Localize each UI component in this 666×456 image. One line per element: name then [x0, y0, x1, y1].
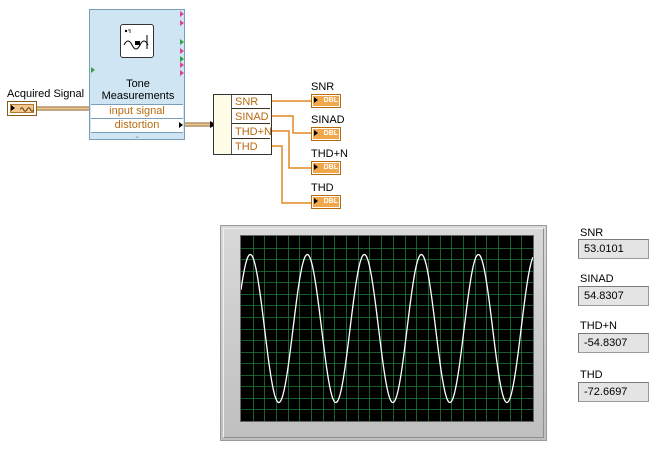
indicator-arrow-icon — [314, 164, 318, 170]
waveform-plot-svg — [241, 236, 533, 421]
thd-label: THD — [580, 369, 603, 381]
thd-n-value: -54.8307 — [578, 333, 649, 353]
indicator-arrow-icon — [314, 130, 318, 136]
acquired-signal-terminal[interactable] — [7, 101, 37, 116]
signal-trace — [241, 253, 533, 404]
signal-wire[interactable] — [37, 106, 89, 111]
thd-n-label: THD+N — [580, 320, 617, 332]
indicator-label-sinad: SINAD — [311, 114, 345, 126]
unbundle-item-snr[interactable]: SNR — [232, 95, 270, 109]
expand-chevron-icon[interactable]: ⌄ — [134, 133, 140, 140]
input-signal-terminal[interactable]: input signal — [91, 104, 183, 119]
sinad-value: 54.8307 — [578, 286, 649, 306]
sinad-label: SINAD — [580, 273, 614, 285]
sinad-indicator-terminal[interactable]: DBL — [311, 127, 341, 141]
unbundle-by-name[interactable]: SNR SINAD THD+N THD — [213, 94, 272, 155]
tone-measurements-vi[interactable]: Tone Measurements input signal distortio… — [89, 9, 185, 140]
unbundle-item-thd-n[interactable]: THD+N — [232, 125, 272, 139]
distortion-output-arrow-icon — [179, 122, 183, 128]
indicator-label-thd: THD — [311, 182, 334, 194]
snr-indicator-terminal[interactable]: DBL — [311, 94, 341, 108]
indicator-arrow-icon — [314, 97, 318, 103]
indicator-arrow-icon — [314, 198, 318, 204]
waveform-icon — [20, 107, 34, 112]
distortion-wire[interactable] — [185, 122, 213, 127]
plot-grid — [241, 236, 533, 421]
vi-title-line2: Measurements — [101, 90, 175, 102]
thd-value: -72.6697 — [578, 382, 649, 402]
indicator-label-thd-n: THD+N — [311, 148, 348, 160]
snr-label: SNR — [580, 227, 604, 239]
thd-indicator-terminal[interactable]: DBL — [311, 195, 341, 209]
unbundle-item-thd[interactable]: THD — [232, 140, 270, 154]
indicator-label-snr: SNR — [311, 81, 335, 93]
acquired-signal-label: Acquired Signal — [7, 88, 85, 100]
vi-title-line1: Tone — [126, 78, 150, 90]
unbundle-item-sinad[interactable]: SINAD — [232, 110, 270, 124]
dbl-wires[interactable] — [272, 100, 311, 204]
thd-n-indicator-terminal[interactable]: DBL — [311, 161, 341, 175]
terminal-arrow-icon — [11, 105, 15, 111]
waveform-graph-plot[interactable] — [240, 235, 534, 422]
snr-value: 53.0101 — [578, 239, 649, 259]
tone-measurements-icon — [120, 24, 154, 58]
distortion-terminal[interactable]: distortion — [91, 119, 183, 133]
